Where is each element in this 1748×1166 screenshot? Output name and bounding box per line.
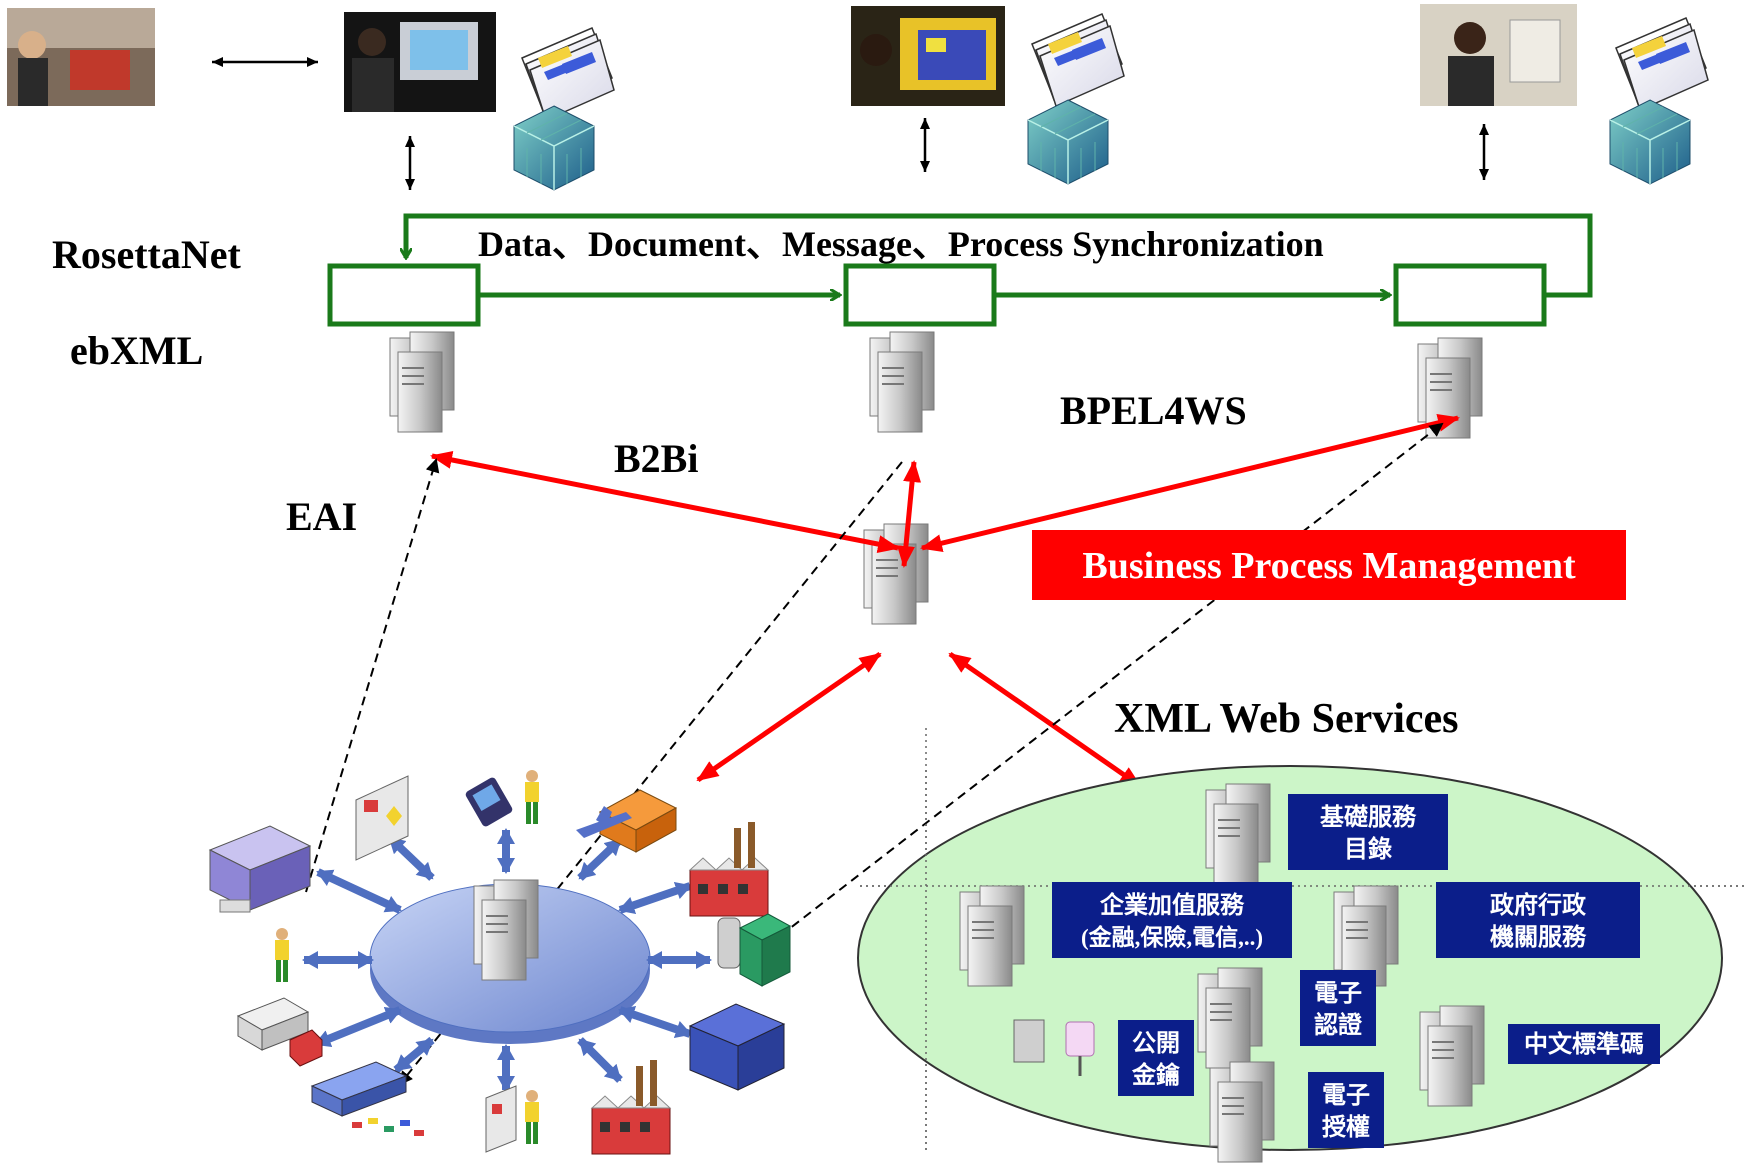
- process-box-2: [843, 263, 997, 327]
- parking-depot-icon: [310, 1061, 424, 1136]
- person-computer-photo-2: [851, 6, 1005, 106]
- person-office-photo: [1420, 4, 1577, 106]
- red-connectors: [430, 413, 1460, 789]
- bpm-banner: [1032, 530, 1626, 600]
- label-b2bi: B2Bi: [614, 436, 698, 481]
- svg-text:機關服務: 機關服務: [1490, 924, 1587, 951]
- key-icon: [1013, 1019, 1095, 1076]
- process-sync-loop: [327, 213, 1593, 327]
- factory-icon: [591, 1059, 671, 1155]
- label-ebxml: ebXML: [70, 328, 203, 373]
- eai-hub: [369, 879, 651, 1044]
- service-enterprise: 企業加值服務 (金融,保險,電信,..): [1052, 882, 1292, 958]
- whiteboard-icon: [355, 775, 409, 861]
- warehouse-icon: [208, 825, 312, 913]
- cube-icon: [1027, 99, 1109, 185]
- bpm-server-icon: [863, 523, 929, 625]
- svg-text:政府行政: 政府行政: [1490, 891, 1586, 919]
- service-chinese-standard-code: 中文標準碼: [1508, 1024, 1660, 1064]
- cube-icon: [513, 105, 595, 191]
- document-stack-icon: [1615, 17, 1709, 111]
- plant-icon: [717, 913, 792, 987]
- person-icon: [525, 770, 539, 824]
- label-bpel4ws: BPEL4WS: [1060, 388, 1247, 433]
- label-eai: EAI: [286, 494, 357, 539]
- svg-text:公開: 公開: [1132, 1031, 1180, 1057]
- process-box-3: [1393, 263, 1547, 327]
- service-e-authorization: 電子 授權: [1308, 1072, 1384, 1148]
- label-bpm: Business Process Management: [1082, 545, 1576, 587]
- label-xml-web-services: XML Web Services: [1114, 696, 1459, 742]
- svg-text:(金融,保險,電信,..): (金融,保險,電信,..): [1081, 924, 1263, 950]
- document-stack-icon: [521, 27, 615, 121]
- server-icon: [389, 331, 455, 433]
- svg-text:企業加值服務: 企業加值服務: [1100, 891, 1245, 919]
- document-stack-icon: [1031, 13, 1125, 107]
- svg-text:金鑰: 金鑰: [1131, 1061, 1180, 1089]
- service-basic-directory: 基礎服務 目錄: [1288, 794, 1448, 870]
- cube-icon: [1609, 99, 1691, 185]
- label-rosettanet: RosettaNet: [52, 232, 241, 277]
- kiosk-icon: [485, 1085, 517, 1153]
- factory-icon: [689, 821, 769, 917]
- process-box-1: [327, 263, 481, 327]
- server-icon: [869, 331, 935, 433]
- svg-text:目錄: 目錄: [1344, 835, 1392, 863]
- label-sync: Data、Document、Message、Process Synchroniz…: [478, 224, 1324, 264]
- svg-text:電子: 電子: [1314, 981, 1362, 1007]
- pda-icon: [465, 777, 513, 827]
- truck-icon: [236, 997, 323, 1067]
- person-icon: [275, 928, 289, 982]
- person-icon: [525, 1090, 539, 1144]
- svg-text:授權: 授權: [1322, 1114, 1370, 1141]
- svg-text:中文標準碼: 中文標準碼: [1524, 1030, 1644, 1058]
- airplane-icon: [576, 806, 632, 838]
- svg-text:基礎服務: 基礎服務: [1320, 804, 1417, 831]
- person-computer-photo: [344, 12, 496, 112]
- svg-text:電子: 電子: [1322, 1083, 1370, 1109]
- person-phone-photo: [7, 8, 155, 106]
- service-e-certificate: 電子 認證: [1300, 970, 1376, 1046]
- warehouse-icon: [688, 1003, 786, 1091]
- service-government: 政府行政 機關服務: [1436, 882, 1640, 958]
- hub-spokes: [302, 828, 712, 1092]
- svg-text:認證: 認證: [1314, 1011, 1363, 1039]
- service-public-key: 公開 金鑰: [1118, 1020, 1194, 1096]
